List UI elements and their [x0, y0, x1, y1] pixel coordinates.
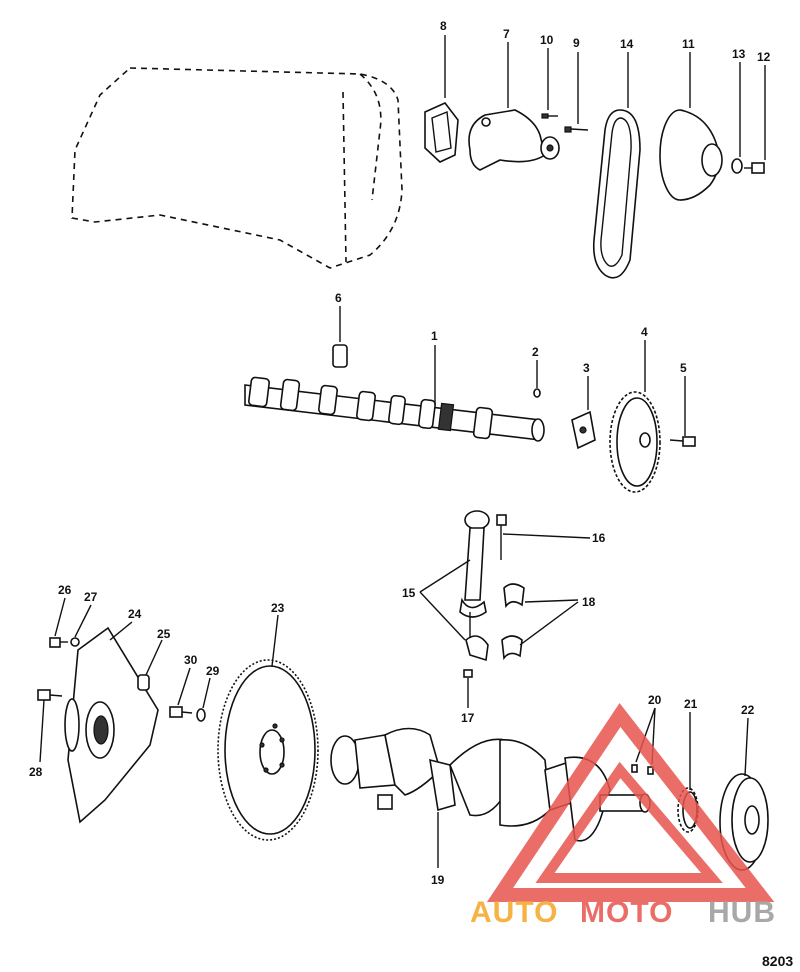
watermark-text-auto: AUTO — [470, 896, 558, 929]
callout-30: 30 — [184, 653, 198, 667]
bearing-part-18 — [501, 583, 525, 661]
crankshaft-part-19 — [330, 727, 651, 842]
watermark-triangle-inner — [535, 761, 723, 883]
pulley-part-11 — [659, 109, 723, 201]
callout-25: 25 — [157, 627, 171, 641]
bolt-part-28 — [37, 689, 63, 701]
drive-belt-part-14 — [592, 109, 641, 279]
callout-7: 7 — [503, 27, 510, 41]
callout-6: 6 — [335, 291, 342, 305]
leader-lines — [39, 35, 766, 868]
bolt-part-9 — [564, 126, 589, 133]
callout-16: 16 — [592, 531, 606, 545]
callout-labels: 8 7 10 9 14 11 13 12 6 1 2 3 4 5 16 15 1… — [29, 19, 771, 887]
callout-5: 5 — [680, 361, 687, 375]
keys-part-20 — [631, 764, 654, 775]
callout-3: 3 — [583, 361, 590, 375]
camshaft-part-1 — [244, 376, 545, 442]
watermark-text-moto: MOTO — [580, 896, 673, 929]
callout-20: 20 — [648, 693, 662, 707]
nut-part-17 — [463, 669, 473, 678]
callout-1: 1 — [431, 329, 438, 343]
callout-12: 12 — [757, 50, 771, 64]
washer-part-27 — [70, 637, 80, 647]
callout-17: 17 — [461, 711, 475, 725]
callout-10: 10 — [540, 33, 554, 47]
callout-26: 26 — [58, 583, 72, 597]
bolt-part-26 — [49, 637, 68, 648]
damper-part-22 — [719, 773, 769, 871]
washer-part-13 — [731, 158, 743, 174]
watermark-triangle-outer — [486, 703, 775, 902]
callout-2: 2 — [532, 345, 539, 359]
callout-11: 11 — [682, 37, 695, 51]
callout-29: 29 — [206, 664, 220, 678]
bolt-part-10 — [541, 113, 558, 119]
bolt-part-30 — [169, 706, 193, 718]
callout-23: 23 — [271, 601, 285, 615]
callout-13: 13 — [732, 47, 746, 61]
flywheel-part-23 — [217, 659, 319, 841]
lifter-part-6 — [332, 344, 348, 368]
bolt-part-12 — [744, 162, 765, 174]
thrust-plate-part-3 — [571, 410, 596, 450]
water-pump-part-7 — [468, 109, 560, 171]
watermark-logo: AUTO MOTO HUB — [470, 703, 776, 929]
connecting-rod-part-15 — [459, 510, 490, 662]
callout-19: 19 — [431, 873, 445, 887]
callout-8: 8 — [440, 19, 447, 33]
callout-4: 4 — [641, 325, 648, 339]
engine-block-outline — [71, 67, 403, 269]
washer-part-29 — [196, 708, 206, 722]
callout-14: 14 — [620, 37, 634, 51]
watermark-text-hub: HUB — [708, 896, 776, 929]
callout-18: 18 — [582, 595, 596, 609]
figure-number: 8203 — [762, 953, 793, 969]
callout-28: 28 — [29, 765, 43, 779]
timing-gear-part-4 — [609, 391, 661, 493]
callout-24: 24 — [128, 607, 142, 621]
dowel-part-25 — [137, 674, 150, 691]
callout-27: 27 — [84, 590, 98, 604]
callout-22: 22 — [741, 703, 755, 717]
flywheel-housing-part-24 — [64, 626, 159, 824]
callout-9: 9 — [573, 36, 580, 50]
callout-21: 21 — [684, 697, 698, 711]
gasket-part-8 — [424, 102, 459, 163]
bolt-part-5 — [669, 436, 696, 447]
rod-bolt-part-16 — [496, 514, 507, 560]
callout-15: 15 — [402, 586, 416, 600]
key-part-2 — [533, 388, 541, 398]
